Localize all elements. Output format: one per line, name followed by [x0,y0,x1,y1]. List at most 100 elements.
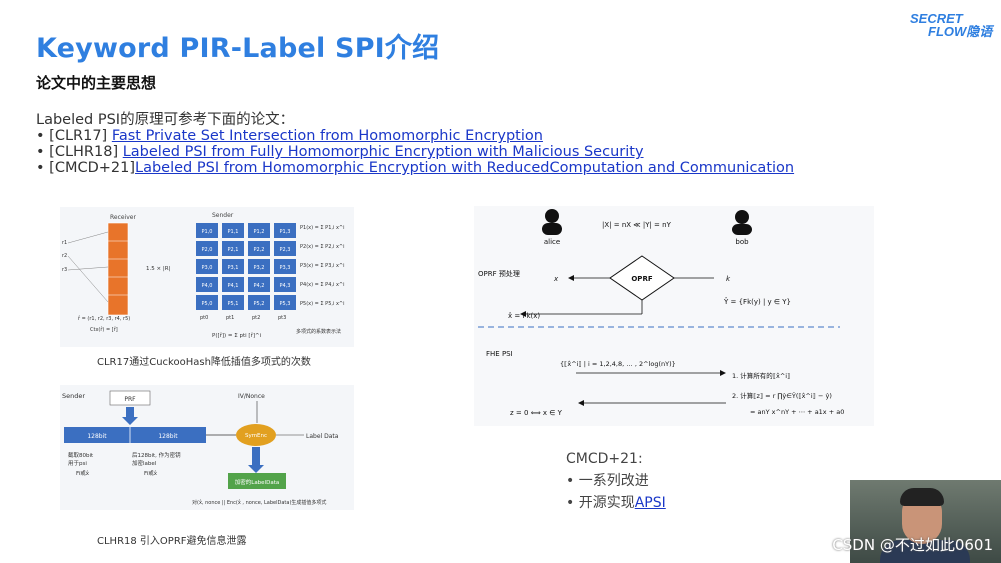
ref-clr17-link[interactable]: Fast Private Set Intersection from Homom… [111,128,543,144]
note-psi: 用于psi [68,460,87,467]
prf-box [109,390,151,406]
coeff-cell-label: P3,0 [202,265,213,271]
enc-labeldata-box [228,473,286,489]
coeff-cell-label: P1,3 [280,229,291,235]
cuckoo-table [107,222,129,316]
coeff-cell [248,223,270,238]
col-label: pt2 [252,315,260,321]
coeff-cell-label: P4,1 [228,283,239,289]
secretflow-logo: SECRET FLOW隐语 [910,11,993,39]
poly-note: 多项式的系数表示法 [296,328,341,335]
ref-clhr18: • [CLHR18] Labeled PSI from Fully Homomo… [36,144,644,160]
coeff-cell-label: P4,0 [202,283,213,289]
coeff-cell [196,223,218,238]
coeff-cell [222,223,244,238]
poly-1: P1(x) = Σ P1,i x^i [300,225,344,231]
table-scale: 1.5 × |R| [146,266,171,272]
note-key: 后128bit, 作为密钥 [132,451,181,459]
coeff-cell-label: P2,2 [254,247,265,253]
coeff-cell [222,295,244,310]
clhr18-figure: Sender PRF 128bit 128bit IV/Nonce SymEnc… [60,385,354,510]
intersection-result: z = 0 ⟺ x ∈ Y [510,409,563,417]
prf-label: PRF [124,396,136,403]
alice-label: alice [544,238,560,246]
cmcd21-bullet: • 开源实现APSI [566,495,666,511]
encrypted-powers: {⟦x̂^i⟧ | i = 1,2,4,8, … , 2^log(nY)} [560,360,676,368]
step-2-expansion: = anY x^nY + ⋯ + a1x + a0 [750,408,844,416]
bob-icon [732,210,752,235]
clr17-figure: Receiver Sender r1 r2 r3 1.5 × |R| r̂ = … [60,207,354,347]
coeff-cell [196,295,218,310]
oprf-label: OPRF [631,275,652,283]
coeff-cell [222,241,244,256]
coeff-cell-label: P4,3 [280,283,291,289]
row-label: r3 [62,267,67,273]
coeff-cell [274,277,296,292]
apsi-link[interactable]: APSI [634,495,666,511]
bits-label: 128bit [87,433,107,440]
row-label: r1 [62,240,67,246]
prf-arrow [122,407,138,425]
coeff-cell [274,295,296,310]
label-data: Label Data [306,433,339,440]
poly-4: P4(x) = Σ P4,i x^i [300,282,344,288]
ref-clr17: • [CLR17] Fast Private Set Intersection … [36,128,543,144]
coeff-cell [196,259,218,274]
clhr18-diagram: Sender PRF 128bit 128bit IV/Nonce SymEnc… [62,390,339,506]
protocol-diagram: alice bob |X| = nX ≪ |Y| = nY OPRF 预处理 O… [478,209,844,417]
bits-label: 128bit [158,433,178,440]
coeff-cell [274,241,296,256]
clr17-caption: CLR17通过CuckooHash降低插值多项式的次数 [97,357,311,368]
protocol-figure: alice bob |X| = nX ≪ |Y| = nY OPRF 预处理 O… [474,206,874,426]
coeff-cell-label: P3,3 [280,265,291,271]
bob-label: bob [735,238,749,246]
bob-oprf-set: Ŷ = {Fk(y) | y ∈ Y} [723,297,791,306]
note-key: 加密label [132,459,157,467]
oprf-stage-label: OPRF 预处理 [478,269,520,278]
coeff-cell [248,277,270,292]
iv-label: IV/Nonce [238,393,265,400]
symenc-label: SymEnc [245,433,267,439]
coeff-cell [222,259,244,274]
coeff-cell-label: P2,3 [280,247,291,253]
row-label: r2 [62,253,67,259]
cmcd21-bullet: • 一系列改进 [566,473,649,489]
slide-subtitle: 论文中的主要思想 [36,74,157,92]
input-x: x [553,275,559,283]
coeff-cell-label: P1,1 [228,229,239,235]
interp-note: 对(x̂, nonce || Enc(x̂ , nonce, LabelData… [192,499,326,506]
coeff-cell [274,259,296,274]
col-label: pt0 [200,315,208,321]
note-psi: 截取80bit [68,451,94,459]
coeff-cell-label: P1,0 [202,229,213,235]
ref-cmcd21: • [CMCD+21]Labeled PSI from Homomorphic … [36,160,795,176]
clr17-diagram: Receiver Sender r1 r2 r3 1.5 × |R| r̂ = … [62,212,344,339]
alice-oprf-value: x̂ = Fk(x) [508,312,540,320]
csdn-watermark: CSDN @不过如此0601 [832,536,993,554]
receiver-vector: r̂ = (r1, r2, r3, r4, r5) [78,316,131,322]
alice-icon [542,209,562,235]
coeff-cell-label: P2,1 [228,247,239,253]
poly-3: P3(x) = Σ P3,i x^i [300,263,344,269]
note-psi: Fi或x̂ [76,469,90,477]
coeff-cell-label: P2,0 [202,247,213,253]
coeff-cell-label: P5,3 [280,301,291,307]
coeff-cell-label: P5,0 [202,301,213,307]
sender-label: Sender [62,392,85,400]
set-sizes: |X| = nX ≪ |Y| = nY [602,221,672,229]
coeff-cell [248,241,270,256]
coeff-cell-label: P3,1 [228,265,239,271]
ref-clhr18-link[interactable]: Labeled PSI from Fully Homomorphic Encry… [122,144,644,160]
poly-eval: P([r̂]) = Σ pti [r̂]^i [212,333,262,339]
coeff-cell-label: P4,2 [254,283,265,289]
poly-5: P5(x) = Σ P5,i x^i [300,301,344,307]
coeff-cell-label: P5,2 [254,301,265,307]
ref-cmcd21-link[interactable]: Labeled PSI from Homomorphic Encryption … [135,160,795,176]
sender-label: Sender [212,212,234,219]
step-1: 1. 计算所有的⟦x̂^i⟧ [732,371,790,380]
step-2: 2. 计算⟦z⟧ = r ∏ŷ∈Ŷ(⟦x̂^i⟧ − ŷ) [732,391,832,400]
poly-2: P2(x) = Σ P2,i x^i [300,244,344,250]
cmcd21-notes: CMCD+21: • 一系列改进 • 开源实现APSI [566,448,666,514]
coeff-cell [196,277,218,292]
